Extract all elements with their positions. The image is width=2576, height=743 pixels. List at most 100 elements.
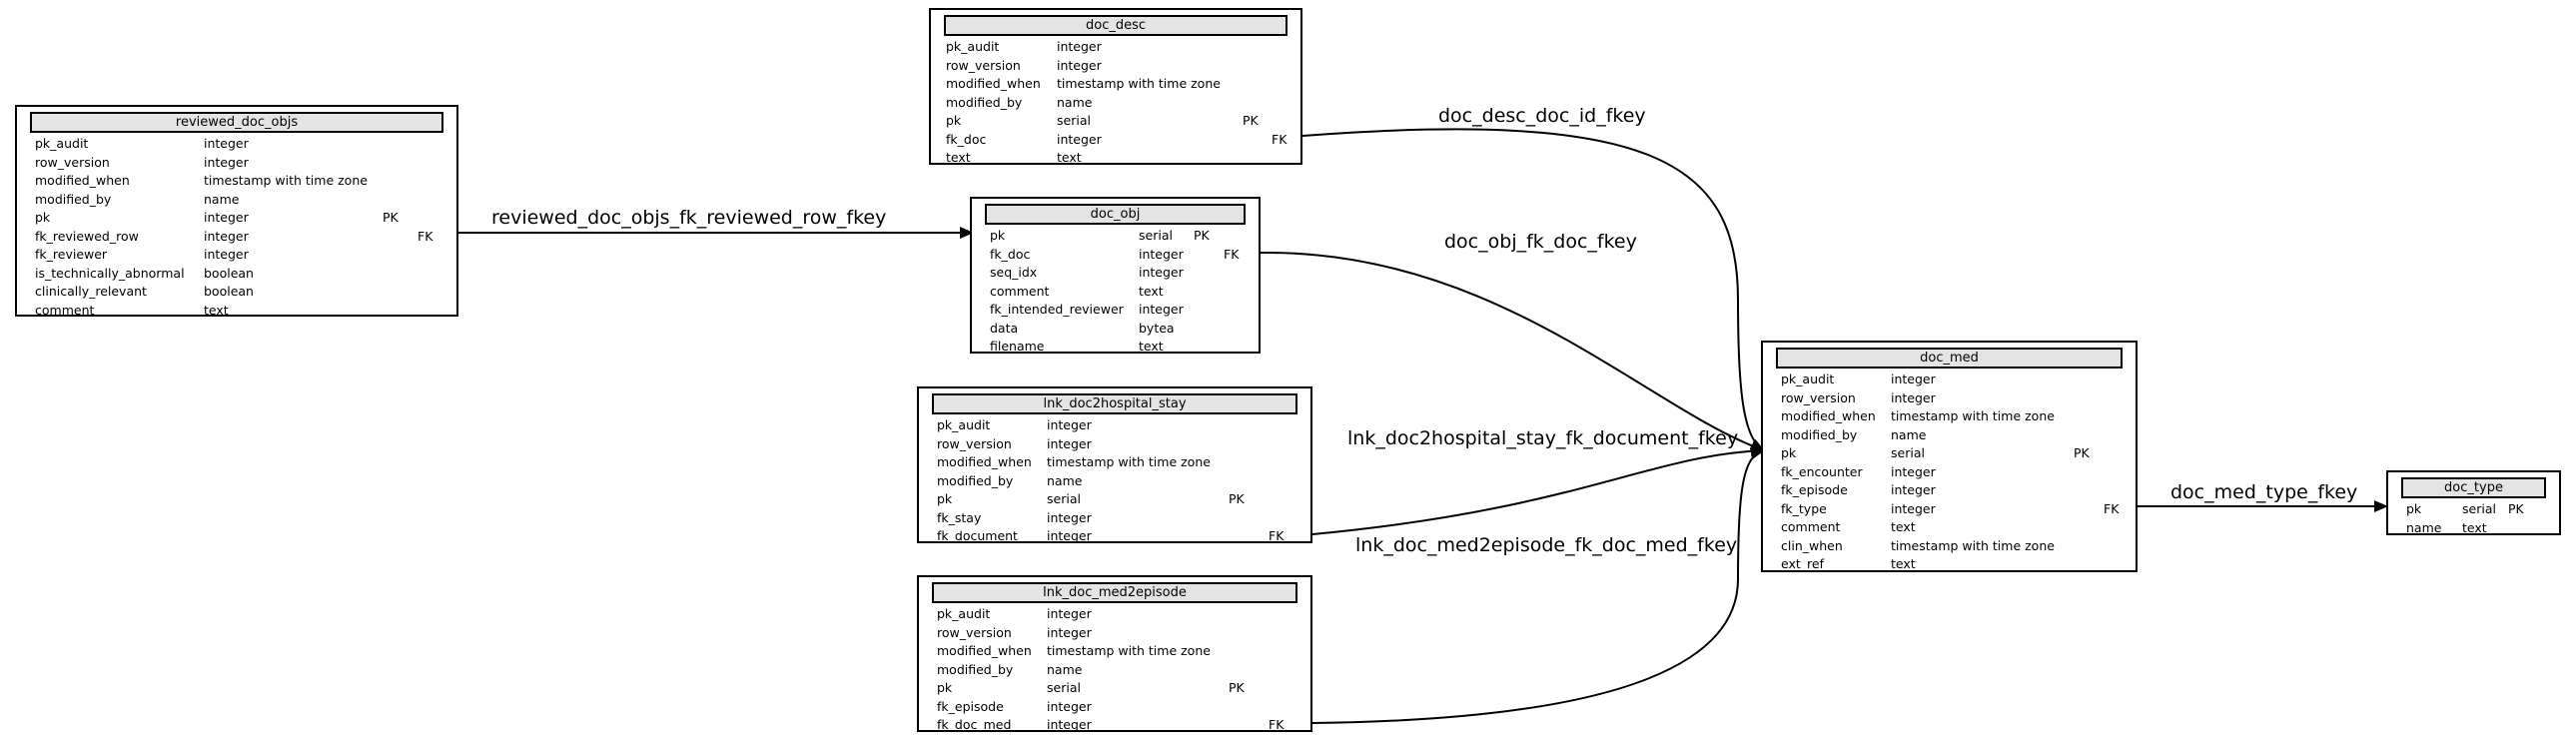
column-type: name [1057,94,1093,110]
column-name: comment [35,302,95,318]
column-name: modified_by [937,661,1014,677]
column-type: integer [1891,500,1936,516]
column-type: timestamp with time zone [1047,454,1211,469]
column-type: name [1891,426,1927,442]
column-type: serial [1047,680,1081,695]
column-name: is_technically_abnormal [35,265,185,281]
column-type: integer [1047,528,1092,543]
edge-label-lnk-doc-med2episode-fk-doc-med-fkey: lnk_doc_med2episode_fk_doc_med_fkey [1355,534,1738,556]
column-name: modified_by [35,191,112,207]
column-name: pk [2406,501,2422,516]
edge-doc-obj-to-doc-med [1260,251,1765,452]
column-name: modified_by [937,472,1014,488]
primary-key-marker: PK [2074,445,2090,460]
table-title: doc_obj [985,204,1246,225]
primary-key-marker: PK [1229,491,1245,506]
column-type: timestamp with time zone [1891,537,2055,553]
column-row[interactable]: modified_by name [931,94,1300,112]
table-title: lnk_doc_med2episode [932,582,1297,603]
column-type: integer [1891,463,1936,479]
primary-key-marker: PK [1194,228,1210,243]
column-name: fk_doc_med [937,717,1012,732]
column-name: row_version [937,435,1012,451]
column-type: boolean [204,284,254,299]
column-name: pk [990,228,1006,243]
column-name: modified_by [946,94,1023,110]
column-name: comment [1781,519,1841,534]
column-type: text [2462,519,2487,535]
column-type: integer [1891,482,1936,497]
edge-doc-desc-to-doc-med [1301,128,1765,451]
table-title: doc_type [2401,477,2546,498]
column-type: serial [1047,491,1081,506]
foreign-key-marker: FK [1269,528,1285,543]
column-name: modified_when [35,173,130,188]
table-title: doc_desc [944,15,1288,36]
foreign-key-marker: FK [1224,246,1240,262]
column-type: serial [1891,445,1925,460]
column-name: fk_doc [946,131,987,147]
column-name: seq_idx [990,265,1038,280]
column-type: integer [1057,39,1102,54]
edge-label-doc-med-type-fkey: doc_med_type_fkey [2170,481,2358,503]
column-type: integer [1891,389,1936,405]
